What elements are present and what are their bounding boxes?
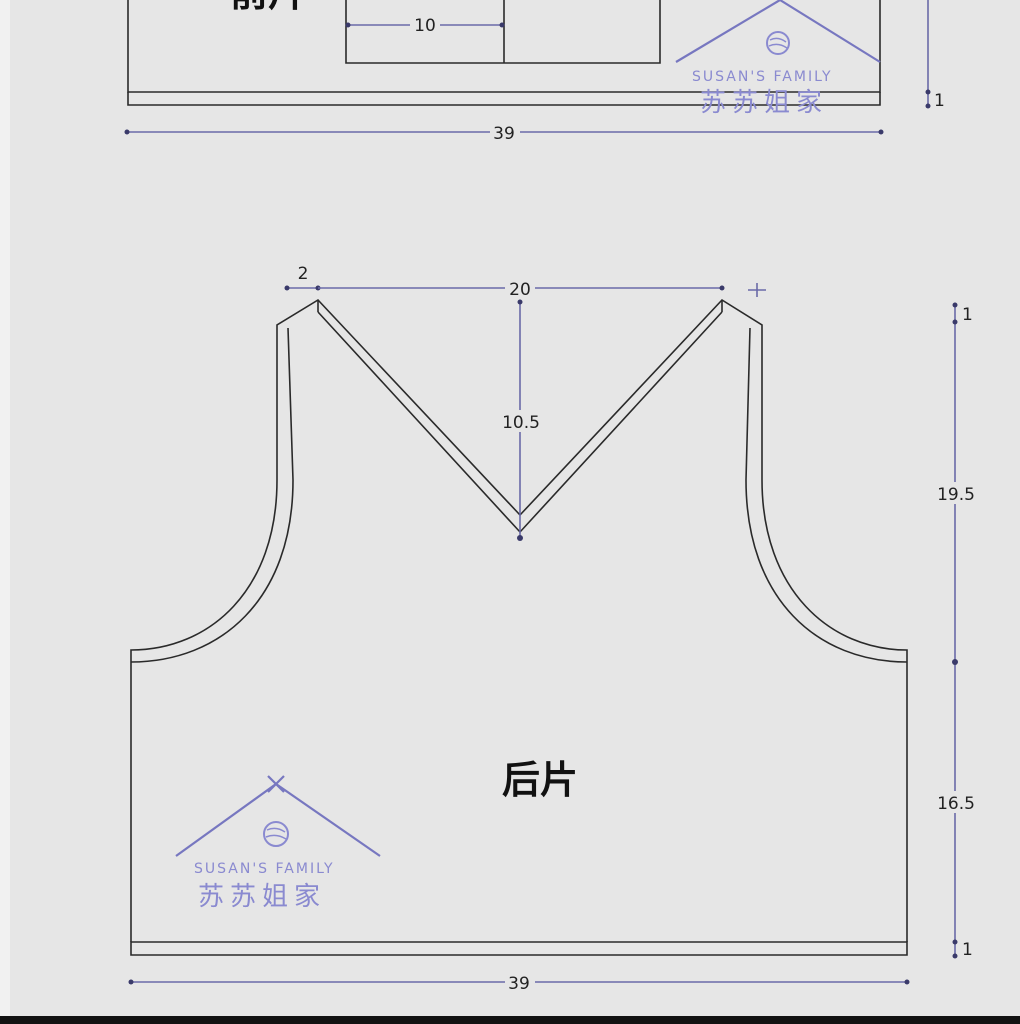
dim-end-dot [517,299,523,305]
front-hem-label: 1 [934,91,945,111]
dim-end-dot [952,659,958,665]
dim-end-dot [719,285,725,291]
neck-width-label: 20 [509,280,531,300]
front-hem-band [127,92,881,106]
label-bg [930,791,978,813]
watermark-english-text: SUSAN'S FAMILY [692,69,833,85]
watermark-bottom: SUSAN'S FAMILY 苏苏姐家 [175,775,381,912]
dim-end-dot [499,22,505,28]
front-pocket-width-label: 10 [414,16,436,36]
front-pocket-outline [345,0,661,64]
yarn-ball-icon [263,821,289,847]
dim-end-dot [128,979,134,985]
dim-end-dot [878,129,884,135]
front-piece-outline [127,0,881,93]
hem-band-label: 1 [962,940,973,960]
watermark-roof-icon [675,0,881,63]
body-height-label: 16.5 [937,794,975,814]
yarn-ball-icon [766,31,790,55]
dim-end-dot [517,535,523,541]
front-piece-title: 前片 [230,0,306,15]
back-hem-band [130,941,908,956]
label-bg [930,482,978,504]
label-bg [505,972,535,992]
armhole-height-label: 19.5 [937,485,975,505]
front-piece: 前片 10 39 1 [124,0,945,144]
dim-end-dot [952,953,958,959]
back-width-label: 39 [508,974,530,994]
dim-end-dot [124,129,130,135]
label-bg [505,278,535,298]
watermark-chinese-text: 苏苏姐家 [700,88,828,118]
watermark-english-text: SUSAN'S FAMILY [194,861,335,877]
dim-end-dot [952,319,958,325]
neck-depth-label: 10.5 [502,413,540,433]
left-margin-strip [0,0,10,1024]
label-bg [410,15,440,35]
dim-end-dot [925,103,931,109]
shoulder-width-label: 2 [298,264,309,284]
dim-end-dot [952,939,958,945]
dim-end-dot [345,22,351,28]
watermark-chinese-text: 苏苏姐家 [198,882,326,912]
right-armhole-band [745,327,908,663]
dim-end-dot [952,302,958,308]
bottom-black-bar [0,1016,1020,1024]
dim-end-dot [925,89,931,95]
watermark-cross-mark [267,775,285,793]
dim-end-dot [284,285,290,291]
label-bg [496,410,544,432]
yarn-ball-lines [768,37,788,49]
watermark-top: SUSAN'S FAMILY 苏苏姐家 [675,0,881,118]
left-armhole-band [130,327,294,663]
dim-end-dot [904,979,910,985]
yarn-ball-lines [265,827,287,840]
back-piece-outer-outline [130,298,908,942]
back-piece-title: 后片 [502,758,578,802]
front-width-label: 39 [493,124,515,144]
back-piece: 后片 2 20 10.5 1 19.5 16.5 1 [128,264,978,994]
top-band-label: 1 [962,305,973,325]
label-bg [490,122,520,142]
